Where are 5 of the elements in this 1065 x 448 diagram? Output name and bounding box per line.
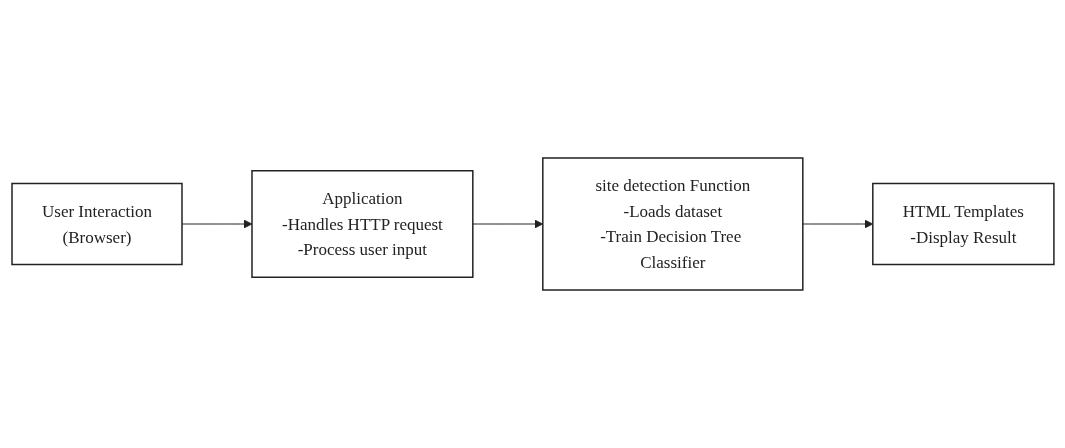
arrow bbox=[181, 219, 252, 229]
node-box: Application -Handles HTTP request -Process user input bbox=[250, 170, 474, 278]
node-box: HTML Templates -Display Result bbox=[871, 182, 1055, 266]
node-box: site detection Function -Loads dataset -Train Decision Tree Classifier bbox=[541, 157, 804, 291]
node-box: User Interaction (Browser) bbox=[10, 182, 183, 266]
